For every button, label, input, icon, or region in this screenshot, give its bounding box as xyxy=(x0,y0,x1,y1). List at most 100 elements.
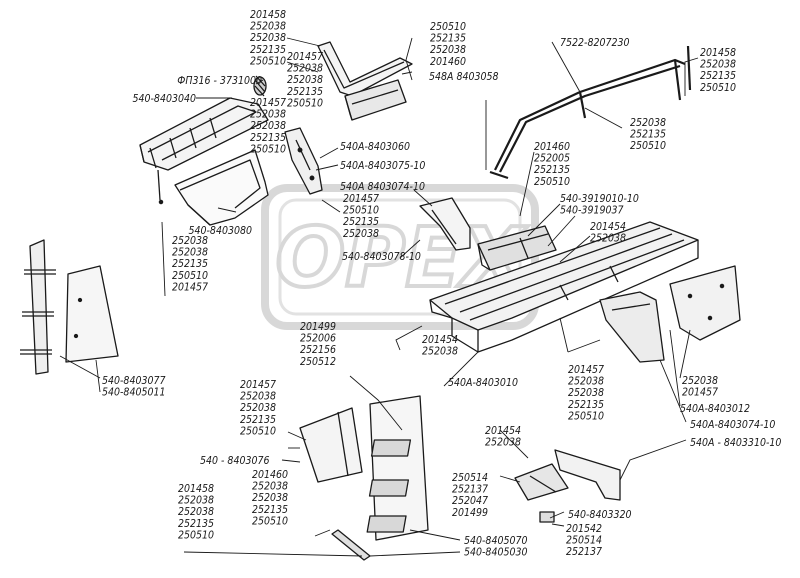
part-number-label: 250510 xyxy=(630,140,666,152)
part-number-label: 540-8405011 xyxy=(102,387,166,399)
part-number-label: 252038 xyxy=(250,32,286,44)
panel-part-540-8403076 xyxy=(299,407,363,483)
label-group-g7: 7522-8207230 xyxy=(560,37,630,49)
part-number-label: 540A-8403010 xyxy=(448,377,518,389)
part-number-label: 250510 xyxy=(700,82,736,94)
part-number-label: 540A-8403012 xyxy=(680,403,750,415)
part-number-label: 201454 xyxy=(485,425,521,437)
part-number-label: 250510 xyxy=(250,143,286,155)
part-number-label: 540A 8403074-10 xyxy=(340,181,425,193)
tube-frame-7522-8207230 xyxy=(489,45,692,180)
label-group-g14: 540A 8403074-10 xyxy=(340,181,425,193)
part-number-label: 252038 xyxy=(172,235,208,247)
part-number-label: 252135 xyxy=(343,216,379,228)
part-number-label: 252135 xyxy=(700,70,736,82)
part-number-label: 252137 xyxy=(566,546,602,558)
part-number-label: 250510 xyxy=(534,176,570,188)
part-number-label: 548A 8403058 xyxy=(429,71,499,83)
part-number-label: 540A-8403074-10 xyxy=(690,419,775,431)
part-number-label: 252038 xyxy=(630,117,666,129)
part-number-label: 252038 xyxy=(172,247,208,259)
part-number-label: 252038 xyxy=(250,120,286,132)
part-number-label: 201460 xyxy=(430,56,466,68)
part-number-label: 540-8403080 xyxy=(189,225,253,237)
part-number-label: 540A - 8403310-10 xyxy=(690,437,781,449)
part-number-label: 540-8405030 xyxy=(464,547,528,559)
part-number-label: 540-8403320 xyxy=(568,509,632,521)
box-part-540-3919010 xyxy=(477,225,557,271)
part-number-label: 252006 xyxy=(300,333,336,345)
label-group-g6: 540-8403040 xyxy=(133,93,197,105)
part-number-label: 252038 xyxy=(485,437,521,449)
bracket-part-8403074-center xyxy=(419,197,471,251)
part-number-label: 250510 xyxy=(287,97,323,109)
part-number-label: 201460 xyxy=(534,141,570,153)
label-group-g11: 540A-8403060 xyxy=(340,141,410,153)
part-number-label: 252038 xyxy=(252,492,288,504)
part-number-label: 201457 xyxy=(343,193,379,205)
part-number-label: 201457 xyxy=(172,281,208,293)
label-group-g12: 540A-8403075-10 xyxy=(340,160,425,172)
part-number-label: 250514 xyxy=(452,472,488,484)
part-number-label: 252038 xyxy=(240,402,276,414)
part-number-label: 252135 xyxy=(534,164,570,176)
leader-lines xyxy=(59,37,699,557)
part-number-label: 201454 xyxy=(590,221,626,233)
rail-part-8403040 xyxy=(139,97,269,205)
part-number-label: 252038 xyxy=(568,387,604,399)
part-number-label: 201460 xyxy=(252,469,288,481)
part-number-label: 252038 xyxy=(682,375,718,387)
part-number-label: 252135 xyxy=(172,258,208,270)
label-group-g27: 540A-8403074-10 xyxy=(690,419,775,431)
part-number-label: 252038 xyxy=(240,391,276,403)
part-number-label: 252038 xyxy=(250,21,286,33)
label-group-g18: 540-8403078-10 xyxy=(342,251,421,263)
part-number-label: 201542 xyxy=(566,523,602,535)
panel-part-540-8403077 xyxy=(65,265,119,363)
part-number-label: 201457 xyxy=(682,387,718,399)
steps-part-540-8405070 xyxy=(366,395,429,541)
part-number-label: 252038 xyxy=(343,228,379,240)
part-number-label: 7522-8207230 xyxy=(560,37,630,49)
part-number-label: 540-3919037 xyxy=(560,205,624,217)
part-number-label: 252156 xyxy=(300,344,336,356)
part-number-label: 201458 xyxy=(700,47,736,59)
part-number-label: 201454 xyxy=(422,334,458,346)
part-number-label: 252038 xyxy=(178,506,214,518)
part-number-label: 250510 xyxy=(240,425,276,437)
label-group-g5: ФП316 - 3731000 xyxy=(177,75,262,87)
part-number-label: 201499 xyxy=(452,507,488,519)
label-group-g4: 548A 8403058 xyxy=(429,71,499,83)
bracket-part-8403075 xyxy=(284,127,323,195)
part-number-label: 540A-8403075-10 xyxy=(340,160,425,172)
part-number-label: 250510 xyxy=(343,205,379,217)
part-number-label: 252038 xyxy=(178,495,214,507)
side-panel-540a-8403012 xyxy=(669,265,741,341)
part-number-label: 250510 xyxy=(430,21,466,33)
part-number-label: 201457 xyxy=(250,97,286,109)
part-number-label: 540A-8403060 xyxy=(340,141,410,153)
part-number-label: 540-8403078-10 xyxy=(342,251,421,263)
part-number-label: 201457 xyxy=(568,364,604,376)
part-number-label: ФП316 - 3731000 xyxy=(177,75,262,87)
part-number-label: 540 - 8403076 xyxy=(200,455,270,467)
